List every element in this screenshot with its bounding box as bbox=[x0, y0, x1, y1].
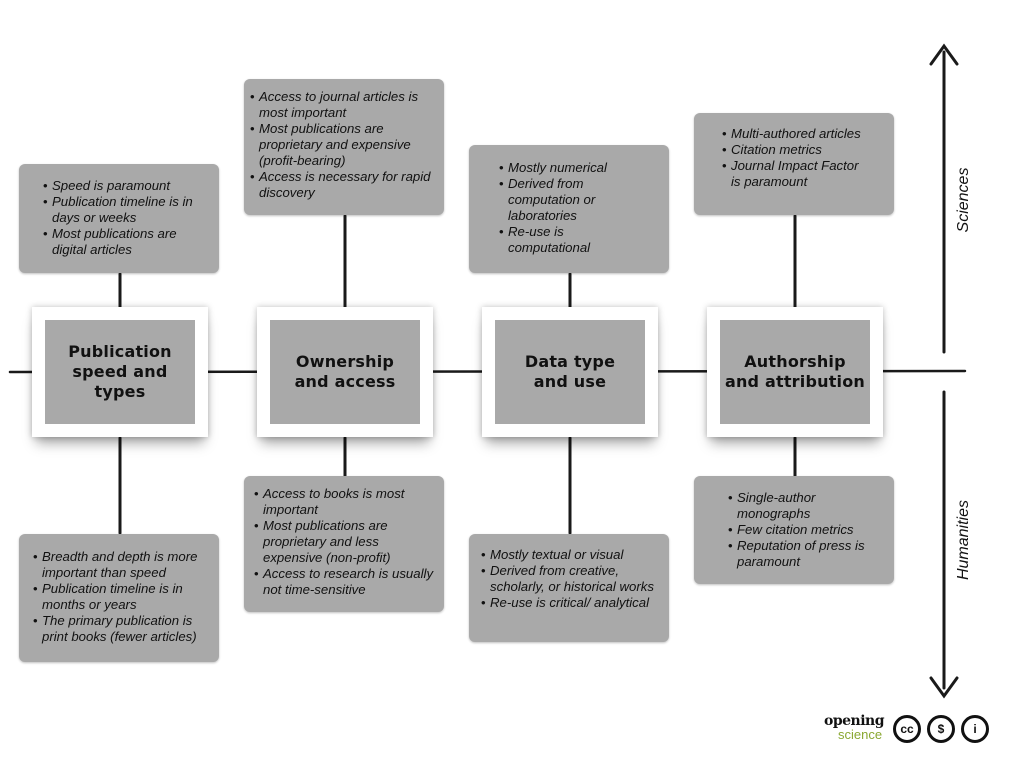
logo-text: opening science bbox=[824, 713, 885, 742]
bullet-item: Access to journal articles is most impor… bbox=[250, 89, 440, 121]
category-card-inner: Authorship and attribution bbox=[720, 320, 870, 424]
sciences-box-authorship: Multi-authored articles Citation metrics… bbox=[694, 113, 894, 215]
category-card-data: Data type and use bbox=[482, 307, 658, 437]
bullet-item: Publication timeline is in days or weeks bbox=[43, 194, 209, 226]
axis-label-humanities: Humanities bbox=[955, 499, 972, 581]
bullet-item: Access to books is most important bbox=[254, 486, 438, 518]
arrow-up-icon bbox=[929, 43, 959, 66]
bullet-item: Few citation metrics bbox=[728, 522, 874, 538]
bullet-item: Derived from creative, scholarly, or his… bbox=[481, 563, 665, 595]
bullet-item: The primary publication is print books (… bbox=[33, 613, 213, 645]
bullet-item: Breadth and depth is more important than… bbox=[33, 549, 213, 581]
bullet-item: Multi-authored articles bbox=[722, 126, 866, 142]
bullet-item: Most publications are digital articles bbox=[43, 226, 209, 258]
category-title: Ownership and access bbox=[294, 352, 396, 391]
category-title: Publication speed and types bbox=[68, 342, 172, 401]
sciences-box-ownership: Access to journal articles is most impor… bbox=[244, 79, 444, 215]
axis-label-sciences: Sciences bbox=[955, 167, 972, 233]
humanities-box-publication: Breadth and depth is more important than… bbox=[19, 534, 219, 662]
sciences-box-data: Mostly numerical Derived from computatio… bbox=[469, 145, 669, 273]
creative-commons-icon: cc bbox=[893, 715, 921, 743]
category-card-inner: Publication speed and types bbox=[45, 320, 195, 424]
bullet-item: Most publications are proprietary and ex… bbox=[250, 121, 440, 169]
bullet-item: Publication timeline is in months or yea… bbox=[33, 581, 213, 613]
category-card-publication: Publication speed and types bbox=[32, 307, 208, 437]
bullet-item: Journal Impact Factor is paramount bbox=[722, 158, 866, 190]
logo-science-text: science bbox=[838, 727, 883, 742]
category-card-authorship: Authorship and attribution bbox=[707, 307, 883, 437]
bullet-item: Mostly numerical bbox=[499, 160, 639, 176]
arrow-down-icon bbox=[929, 676, 959, 699]
bullet-item: Most publications are proprietary and le… bbox=[254, 518, 438, 566]
category-title: Data type and use bbox=[524, 352, 616, 391]
humanities-box-data: Mostly textual or visual Derived from cr… bbox=[469, 534, 669, 642]
bullet-item: Derived from computation or laboratories bbox=[499, 176, 639, 224]
category-card-inner: Data type and use bbox=[495, 320, 645, 424]
humanities-box-ownership: Access to books is most important Most p… bbox=[244, 476, 444, 612]
logo-opening-text: opening bbox=[824, 713, 885, 729]
bullet-item: Access is necessary for rapid discovery bbox=[250, 169, 440, 201]
bullet-item: Re-use is critical/ analytical bbox=[481, 595, 665, 611]
humanities-box-authorship: Single-author monographs Few citation me… bbox=[694, 476, 894, 584]
bullet-item: Access to research is usually not time-s… bbox=[254, 566, 438, 598]
sciences-box-publication: Speed is paramount Publication timeline … bbox=[19, 164, 219, 273]
category-card-ownership: Ownership and access bbox=[257, 307, 433, 437]
bullet-item: Mostly textual or visual bbox=[481, 547, 665, 563]
bullet-item: Speed is paramount bbox=[43, 178, 209, 194]
bullet-item: Citation metrics bbox=[722, 142, 866, 158]
bullet-item: Re-use is computational bbox=[499, 224, 639, 256]
noncommercial-icon: $ bbox=[927, 715, 955, 743]
bullet-item: Single-author monographs bbox=[728, 490, 874, 522]
opening-science-logo: opening science cc $ i bbox=[820, 710, 1020, 755]
category-title: Authorship and attribution bbox=[724, 352, 866, 391]
attribution-icon: i bbox=[961, 715, 989, 743]
bullet-item: Reputation of press is paramount bbox=[728, 538, 874, 570]
category-card-inner: Ownership and access bbox=[270, 320, 420, 424]
